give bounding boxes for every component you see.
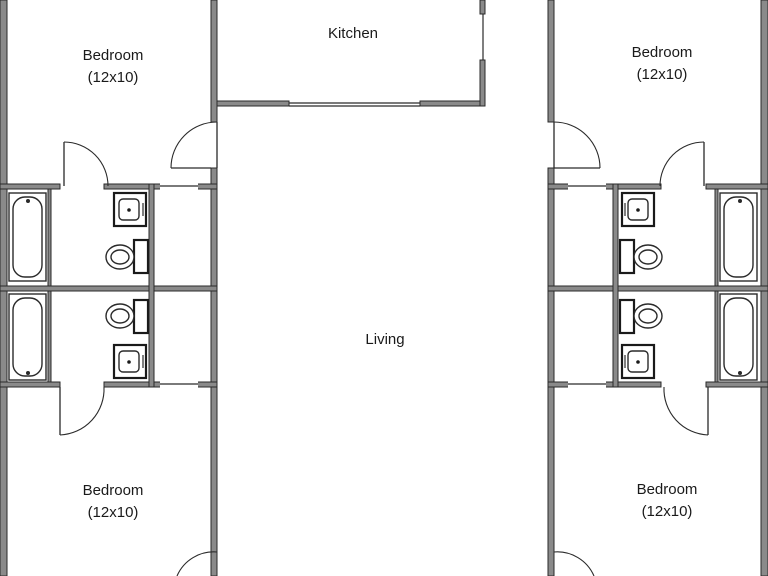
sink-top-right (620, 191, 656, 228)
kitchen-walls (216, 0, 486, 107)
bedroom-bottom-left-size: (12x10) (88, 504, 139, 521)
room-labels: Kitchen Living Bedroom (12x10) Bedroom (… (83, 25, 698, 521)
bedroom-top-right-size: (12x10) (637, 66, 688, 83)
bedroom-bottom-left-name: Bedroom (83, 482, 144, 499)
toilet-top-left (105, 238, 150, 275)
door-bath-bottom-left (59, 386, 105, 436)
living-walls (210, 0, 555, 576)
toilet-top-right (618, 238, 663, 275)
door-bedroom-top-right (553, 121, 601, 169)
door-bedroom-top-left (170, 121, 218, 169)
kitchen-label: Kitchen (328, 25, 378, 42)
bathtub-top-left (8, 192, 47, 282)
sink-top-left (112, 191, 148, 228)
bedroom-bottom-right-size: (12x10) (642, 503, 693, 520)
toilet-bottom-left (105, 298, 150, 335)
living-label: Living (365, 331, 404, 348)
door-bedroom-bottom-right (553, 551, 595, 576)
sink-bottom-right (620, 343, 656, 380)
bathtub-top-right (719, 192, 758, 282)
toilet-bottom-right (618, 298, 663, 335)
bathtubs (8, 192, 758, 381)
right-bath-block-walls (547, 182, 768, 389)
door-bath-bottom-right (663, 386, 709, 436)
toilets (105, 238, 663, 335)
bedroom-top-left-size: (12x10) (88, 69, 139, 86)
sinks (112, 191, 656, 380)
bathtub-bottom-right (719, 293, 758, 381)
bedroom-bottom-right-name: Bedroom (637, 481, 698, 498)
bedroom-top-left-name: Bedroom (83, 47, 144, 64)
door-bath-top-left (63, 141, 109, 187)
bathtub-bottom-left (8, 293, 47, 381)
door-bedroom-bottom-left (176, 551, 218, 576)
sink-bottom-left (112, 343, 148, 380)
left-bath-block-walls (0, 182, 218, 389)
doors (59, 121, 709, 576)
door-bath-top-right (659, 141, 705, 187)
bedroom-top-right-name: Bedroom (632, 44, 693, 61)
